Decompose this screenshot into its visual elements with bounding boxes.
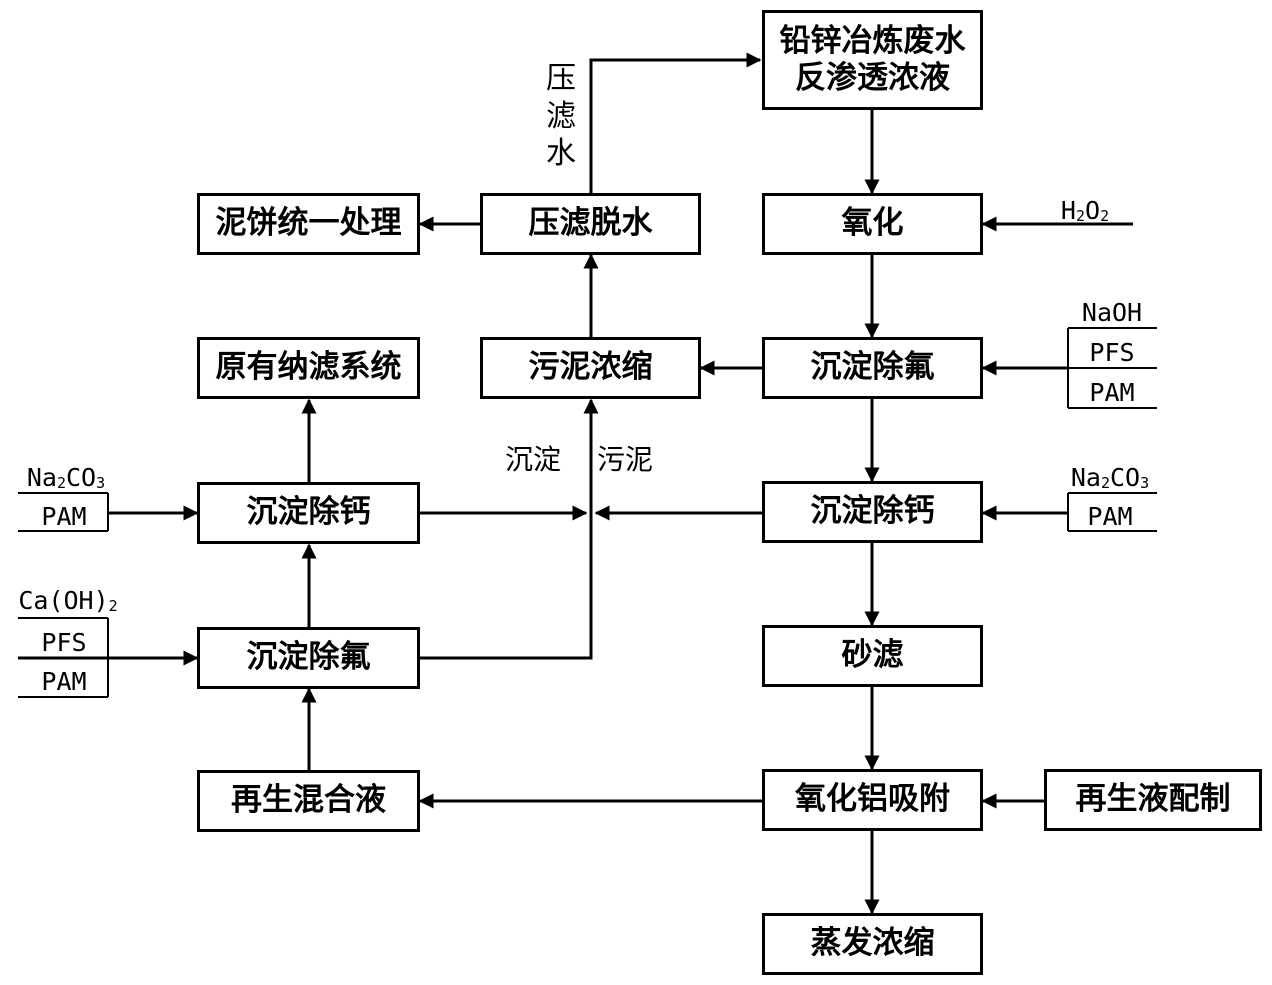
sand-filter-box: 砂滤 [762,625,983,687]
arrow-press-water-return [589,52,762,193]
wastewater-box: 铅锌冶炼废水 反渗透浓液 [762,10,983,110]
pam-reagent-right-top: PAM [1089,378,1135,407]
pam-reagent-right-bottom: PAM [1087,502,1133,531]
nanofiltration-box: 原有纳滤系统 [197,337,420,399]
pfs-reagent-right: PFS [1089,338,1135,367]
regen-mix-box: 再生混合液 [197,770,420,832]
evaporation-box: 蒸发浓缩 [762,913,983,975]
sludge-label: 污泥 [597,443,654,476]
filter-press-box: 压滤脱水 [480,193,701,255]
pfs-reagent-left: PFS [41,628,87,657]
oxidation-box: 氧化 [762,193,983,255]
arrow-fluoride-left-to-trunk [420,398,599,660]
regen-prep-box: 再生液配制 [1044,769,1262,831]
cake-treatment-box: 泥饼统一处理 [197,193,420,255]
pam-reagent-left-bottom: PAM [41,667,87,696]
na2co3-reagent-right: Na2CO3 [1070,463,1150,492]
fluoride-removal-left-box: 沉淀除氟 [197,627,420,689]
precipitate-label: 沉淀 [505,443,562,476]
sludge-thickening-box: 污泥浓缩 [480,337,701,399]
h2o2-reagent: H2O2 [1060,196,1110,225]
na2co3-reagent-left: Na2CO3 [26,463,106,492]
calcium-removal-right-box: 沉淀除钙 [762,481,983,543]
fluoride-removal-right-box: 沉淀除氟 [762,337,983,399]
caoh2-reagent: Ca(OH)2 [18,586,118,615]
naoh-reagent: NaOH [1081,298,1143,327]
press-water-label: 压 滤 水 [546,61,576,171]
alumina-adsorption-box: 氧化铝吸附 [762,769,983,831]
calcium-removal-left-box: 沉淀除钙 [197,482,420,544]
pam-reagent-left-top: PAM [41,502,87,531]
